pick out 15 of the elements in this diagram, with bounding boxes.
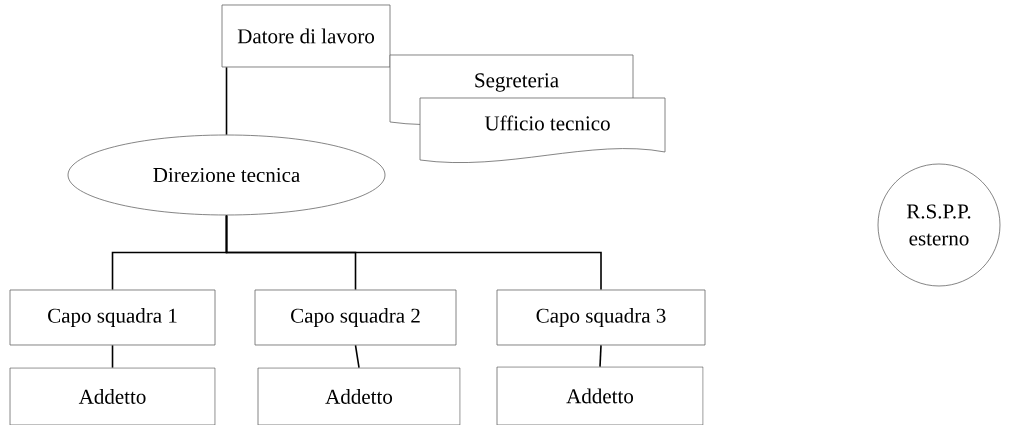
- connector-line: [111, 344, 114, 369]
- org-box: Capo squadra 2: [254, 289, 457, 346]
- org-box: Datore di lavoro: [221, 4, 391, 68]
- connector-line: [225, 214, 602, 291]
- document-box: Ufficio tecnico: [419, 97, 666, 163]
- org-box: Addetto: [496, 366, 704, 425]
- connector-line: [354, 344, 360, 369]
- org-box: Addetto: [257, 367, 461, 425]
- ellipse-node: Direzione tecnica: [67, 134, 386, 216]
- org-box: Capo squadra 3: [496, 289, 706, 346]
- connector-line: [599, 344, 602, 368]
- circle-node: R.S.P.P. esterno: [877, 163, 1001, 287]
- connector-line: [225, 66, 228, 136]
- org-box: Addetto: [9, 367, 216, 425]
- org-box: Capo squadra 1: [9, 289, 216, 346]
